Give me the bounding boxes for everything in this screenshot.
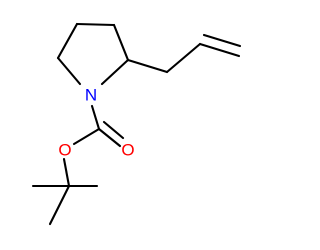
- bond-ch-ch2-double-inner: [202, 33, 242, 48]
- bond-carbonyl-ester-o: [72, 127, 101, 146]
- bond-c2-n: [100, 58, 130, 86]
- bond-c5-c4: [56, 22, 79, 60]
- bond-c3-c2: [112, 23, 130, 62]
- carbonyl-oxygen-label: O: [121, 141, 134, 160]
- molecule-diagram: N O O: [31, 22, 242, 226]
- bond-carbonyl-double-b: [102, 120, 125, 140]
- bond-c2-ch2: [126, 58, 169, 74]
- bond-c4-c3: [75, 22, 116, 27]
- allyl-chain: [126, 33, 242, 74]
- bond-ester-o-tbu: [62, 157, 71, 188]
- pyrrolidine-ring: [56, 22, 130, 86]
- ester-oxygen-label: O: [58, 141, 71, 160]
- bond-n-carbonyl: [90, 104, 101, 131]
- bond-tbu-methyl-top: [48, 184, 71, 226]
- bond-ch2-ch: [165, 42, 202, 74]
- nitrogen-label: N: [85, 86, 97, 105]
- bond-carbonyl-double-a: [97, 127, 122, 148]
- bond-ch-ch2-double-outer: [198, 42, 241, 58]
- boc-group: [31, 104, 125, 226]
- bond-n-c5: [56, 56, 82, 86]
